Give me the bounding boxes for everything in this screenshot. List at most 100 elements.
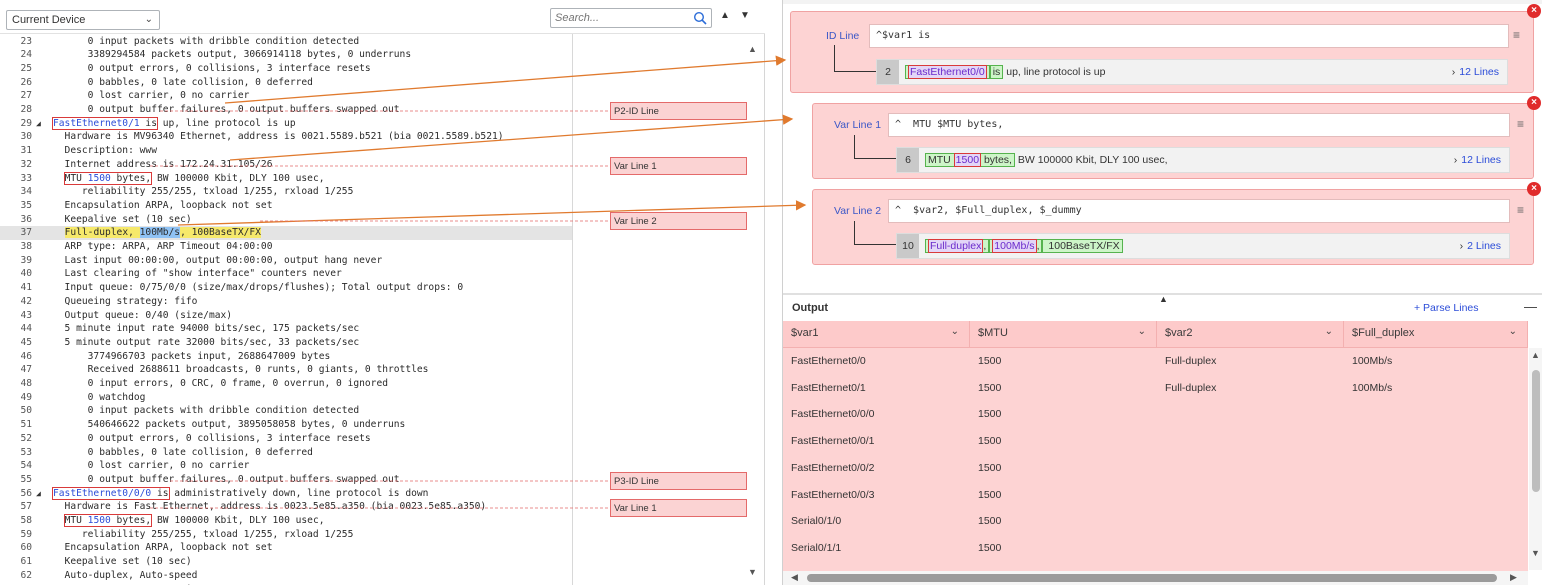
rule-regex-field[interactable]: ^ MTU $MTU bytes, [888, 113, 1510, 137]
table-cell[interactable]: FastEthernet0/1 [783, 375, 970, 402]
table-cell[interactable]: Full-duplex [1157, 375, 1344, 402]
match-literal-bytes: bytes, [981, 154, 1012, 166]
close-icon[interactable]: × [1527, 182, 1541, 196]
table-cell[interactable] [1157, 482, 1344, 509]
table-cell[interactable] [1344, 455, 1528, 482]
table-cell[interactable]: 1500 [970, 482, 1157, 509]
table-cell[interactable] [1157, 535, 1344, 562]
table-cell[interactable]: FastEthernet0/0/1 [783, 428, 970, 455]
column-header-label: $Full_duplex [1352, 327, 1414, 339]
chevron-down-icon[interactable]: ⌄ [1138, 326, 1146, 337]
column-header[interactable]: $var1⌄ [783, 321, 970, 348]
more-lines-label: 12 Lines [1459, 66, 1499, 78]
code-line: 29◢FastEthernet0/1 is up, line protocol … [0, 117, 572, 131]
line-tag-var-line-2[interactable]: Var Line 2 [610, 212, 747, 230]
search-input[interactable] [555, 9, 687, 27]
table-cell[interactable] [1344, 508, 1528, 535]
table-cell[interactable]: Serial0/1/1 [783, 535, 970, 562]
column-header[interactable]: $MTU⌄ [970, 321, 1157, 348]
scrollbar-thumb[interactable] [807, 574, 1497, 582]
table-cell[interactable]: FastEthernet0/0/0 [783, 401, 970, 428]
code-line: 28 0 output buffer failures, 0 output bu… [0, 103, 572, 117]
connector-line [854, 221, 896, 245]
table-cell[interactable] [1344, 535, 1528, 562]
table-cell[interactable]: 1500 [970, 535, 1157, 562]
table-cell[interactable]: FastEthernet0/0/3 [783, 482, 970, 509]
table-cell[interactable]: Full-duplex [1157, 348, 1344, 375]
table-cell[interactable]: 1500 [970, 455, 1157, 482]
table-cell[interactable]: 1500 [970, 375, 1157, 402]
column-header[interactable]: $Full_duplex ⌄ [1344, 321, 1528, 348]
table-cell[interactable] [1157, 508, 1344, 535]
chevron-down-icon[interactable]: ⌄ [951, 326, 959, 337]
code-line: 58 MTU 1500 bytes, BW 100000 Kbit, DLY 1… [0, 514, 572, 528]
line-tag-var-line-1b[interactable]: Var Line 1 [610, 499, 747, 517]
line-number: 47 [0, 363, 32, 377]
table-cell[interactable]: 100Mb/s [1344, 348, 1528, 375]
scroll-up-icon[interactable]: ▲ [1531, 350, 1540, 360]
table-cell[interactable] [1344, 482, 1528, 509]
line-number: 49 [0, 391, 32, 405]
table-cell[interactable]: 1500 [970, 428, 1157, 455]
column-header[interactable]: $var2⌄ [1157, 321, 1344, 348]
code-line: 50 0 input packets with dribble conditio… [0, 404, 572, 418]
rule-card-id-line: × ID Line ^$var1 is ≡ 2 FastEthernet0/0i… [790, 11, 1534, 93]
more-lines-link[interactable]: ›12 Lines [1454, 154, 1501, 166]
menu-icon[interactable]: ≡ [1517, 203, 1524, 217]
search-box[interactable] [550, 8, 712, 28]
output-title: Output [792, 302, 828, 314]
line-number: 61 [0, 555, 32, 569]
rule-regex-field[interactable]: ^ $var2, $Full_duplex, $_dummy [888, 199, 1510, 223]
more-lines-link[interactable]: ›12 Lines [1452, 66, 1499, 78]
scroll-up-icon[interactable]: ▲ [748, 44, 757, 54]
table-cell[interactable]: 1500 [970, 508, 1157, 535]
rule-match-row: 10 Full-duplex,100Mb/s, 100BaseTX/FX ›2 … [896, 233, 1510, 259]
menu-icon[interactable]: ≡ [1513, 28, 1520, 42]
search-icon[interactable] [693, 11, 707, 25]
device-select[interactable]: Current Device ⌄ [6, 10, 160, 30]
next-match-icon[interactable]: ▼ [738, 10, 752, 24]
scroll-right-icon[interactable]: ▶ [1510, 572, 1517, 583]
line-tag-var-line-1[interactable]: Var Line 1 [610, 157, 747, 175]
line-number: 40 [0, 267, 32, 281]
table-cell[interactable] [1157, 428, 1344, 455]
line-number: 53 [0, 446, 32, 460]
line-number: 59 [0, 528, 32, 542]
menu-icon[interactable]: ≡ [1517, 117, 1524, 131]
line-tag-p3-id[interactable]: P3-ID Line [610, 472, 747, 490]
device-select-value: Current Device [12, 14, 85, 26]
collapse-icon[interactable]: — [1524, 299, 1537, 314]
table-cell[interactable] [1157, 455, 1344, 482]
close-icon[interactable]: × [1527, 96, 1541, 110]
grid-vertical-scrollbar[interactable]: ▲ ▼ [1529, 348, 1542, 570]
chevron-right-icon: › [1460, 240, 1464, 252]
table-cell[interactable]: 1500 [970, 401, 1157, 428]
table-cell[interactable] [1344, 428, 1528, 455]
scrollbar-thumb[interactable] [1532, 370, 1540, 492]
scroll-down-icon[interactable]: ▼ [1531, 548, 1540, 558]
line-number: 44 [0, 322, 32, 336]
scroll-left-icon[interactable]: ◀ [791, 572, 798, 583]
table-cell[interactable]: 100Mb/s [1344, 375, 1528, 402]
collapse-triangle-icon[interactable]: ◢ [36, 487, 46, 501]
chevron-down-icon[interactable]: ⌄ [1509, 326, 1517, 337]
parse-lines-button[interactable]: + Parse Lines [1414, 302, 1479, 314]
more-lines-link[interactable]: ›2 Lines [1460, 240, 1501, 252]
close-icon[interactable]: × [1527, 4, 1541, 18]
grid-horizontal-scrollbar[interactable]: ◀ ▶ [783, 571, 1528, 585]
line-number: 38 [0, 240, 32, 254]
table-cell[interactable] [1344, 401, 1528, 428]
connector-line [834, 45, 876, 72]
rule-regex-field[interactable]: ^$var1 is [869, 24, 1509, 48]
collapse-triangle-icon[interactable]: ◢ [36, 117, 46, 131]
line-tag-p2-id[interactable]: P2-ID Line [610, 102, 747, 120]
previous-match-icon[interactable]: ▲ [718, 10, 732, 24]
line-text: Description: www [53, 144, 157, 158]
chevron-down-icon[interactable]: ⌄ [1325, 326, 1333, 337]
table-cell[interactable]: 1500 [970, 348, 1157, 375]
table-cell[interactable]: FastEthernet0/0 [783, 348, 970, 375]
table-cell[interactable]: Serial0/1/0 [783, 508, 970, 535]
table-cell[interactable] [1157, 401, 1344, 428]
table-cell[interactable]: FastEthernet0/0/2 [783, 455, 970, 482]
scroll-down-icon[interactable]: ▼ [748, 567, 757, 577]
